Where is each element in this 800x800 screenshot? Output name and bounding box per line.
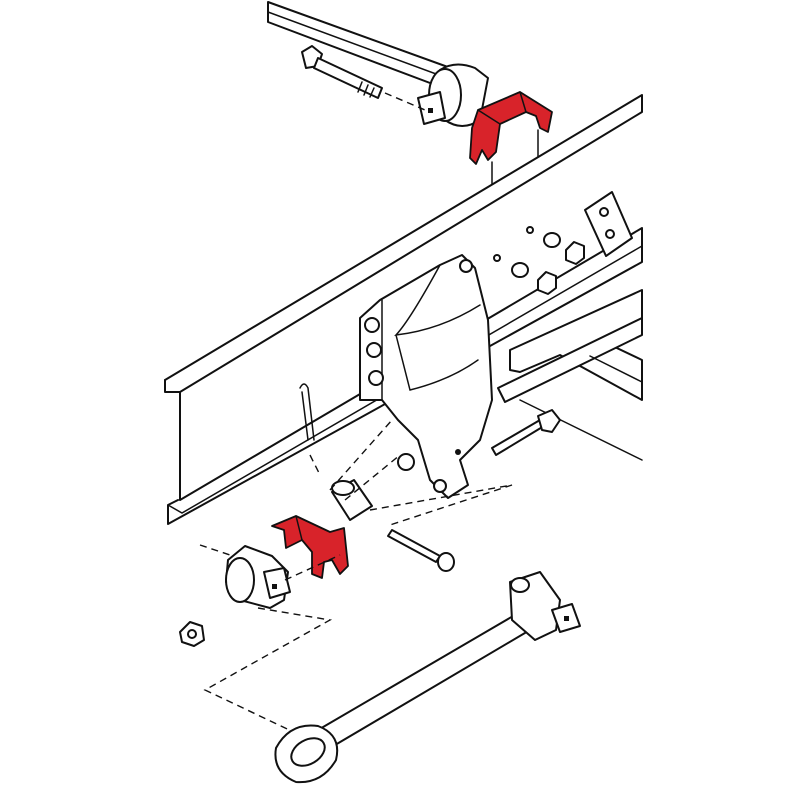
upper-shim: [469, 91, 553, 165]
crossmember: [497, 289, 643, 461]
cotter-pin: [299, 383, 315, 441]
assembly-lines-lower: [199, 544, 341, 736]
lower-nut: [179, 621, 205, 647]
hanger-bracket: [359, 254, 493, 499]
bushing: [225, 545, 291, 609]
pin: [387, 529, 455, 572]
bracket-bolt: [491, 409, 561, 456]
lower-torque-rod: [274, 571, 581, 784]
spacer-bushing: [331, 479, 373, 521]
nuts-and-washers: [493, 226, 585, 295]
upper-torque-rod: [267, 1, 489, 127]
gusset-plate: [584, 191, 633, 257]
upper-bolt: [301, 45, 426, 111]
